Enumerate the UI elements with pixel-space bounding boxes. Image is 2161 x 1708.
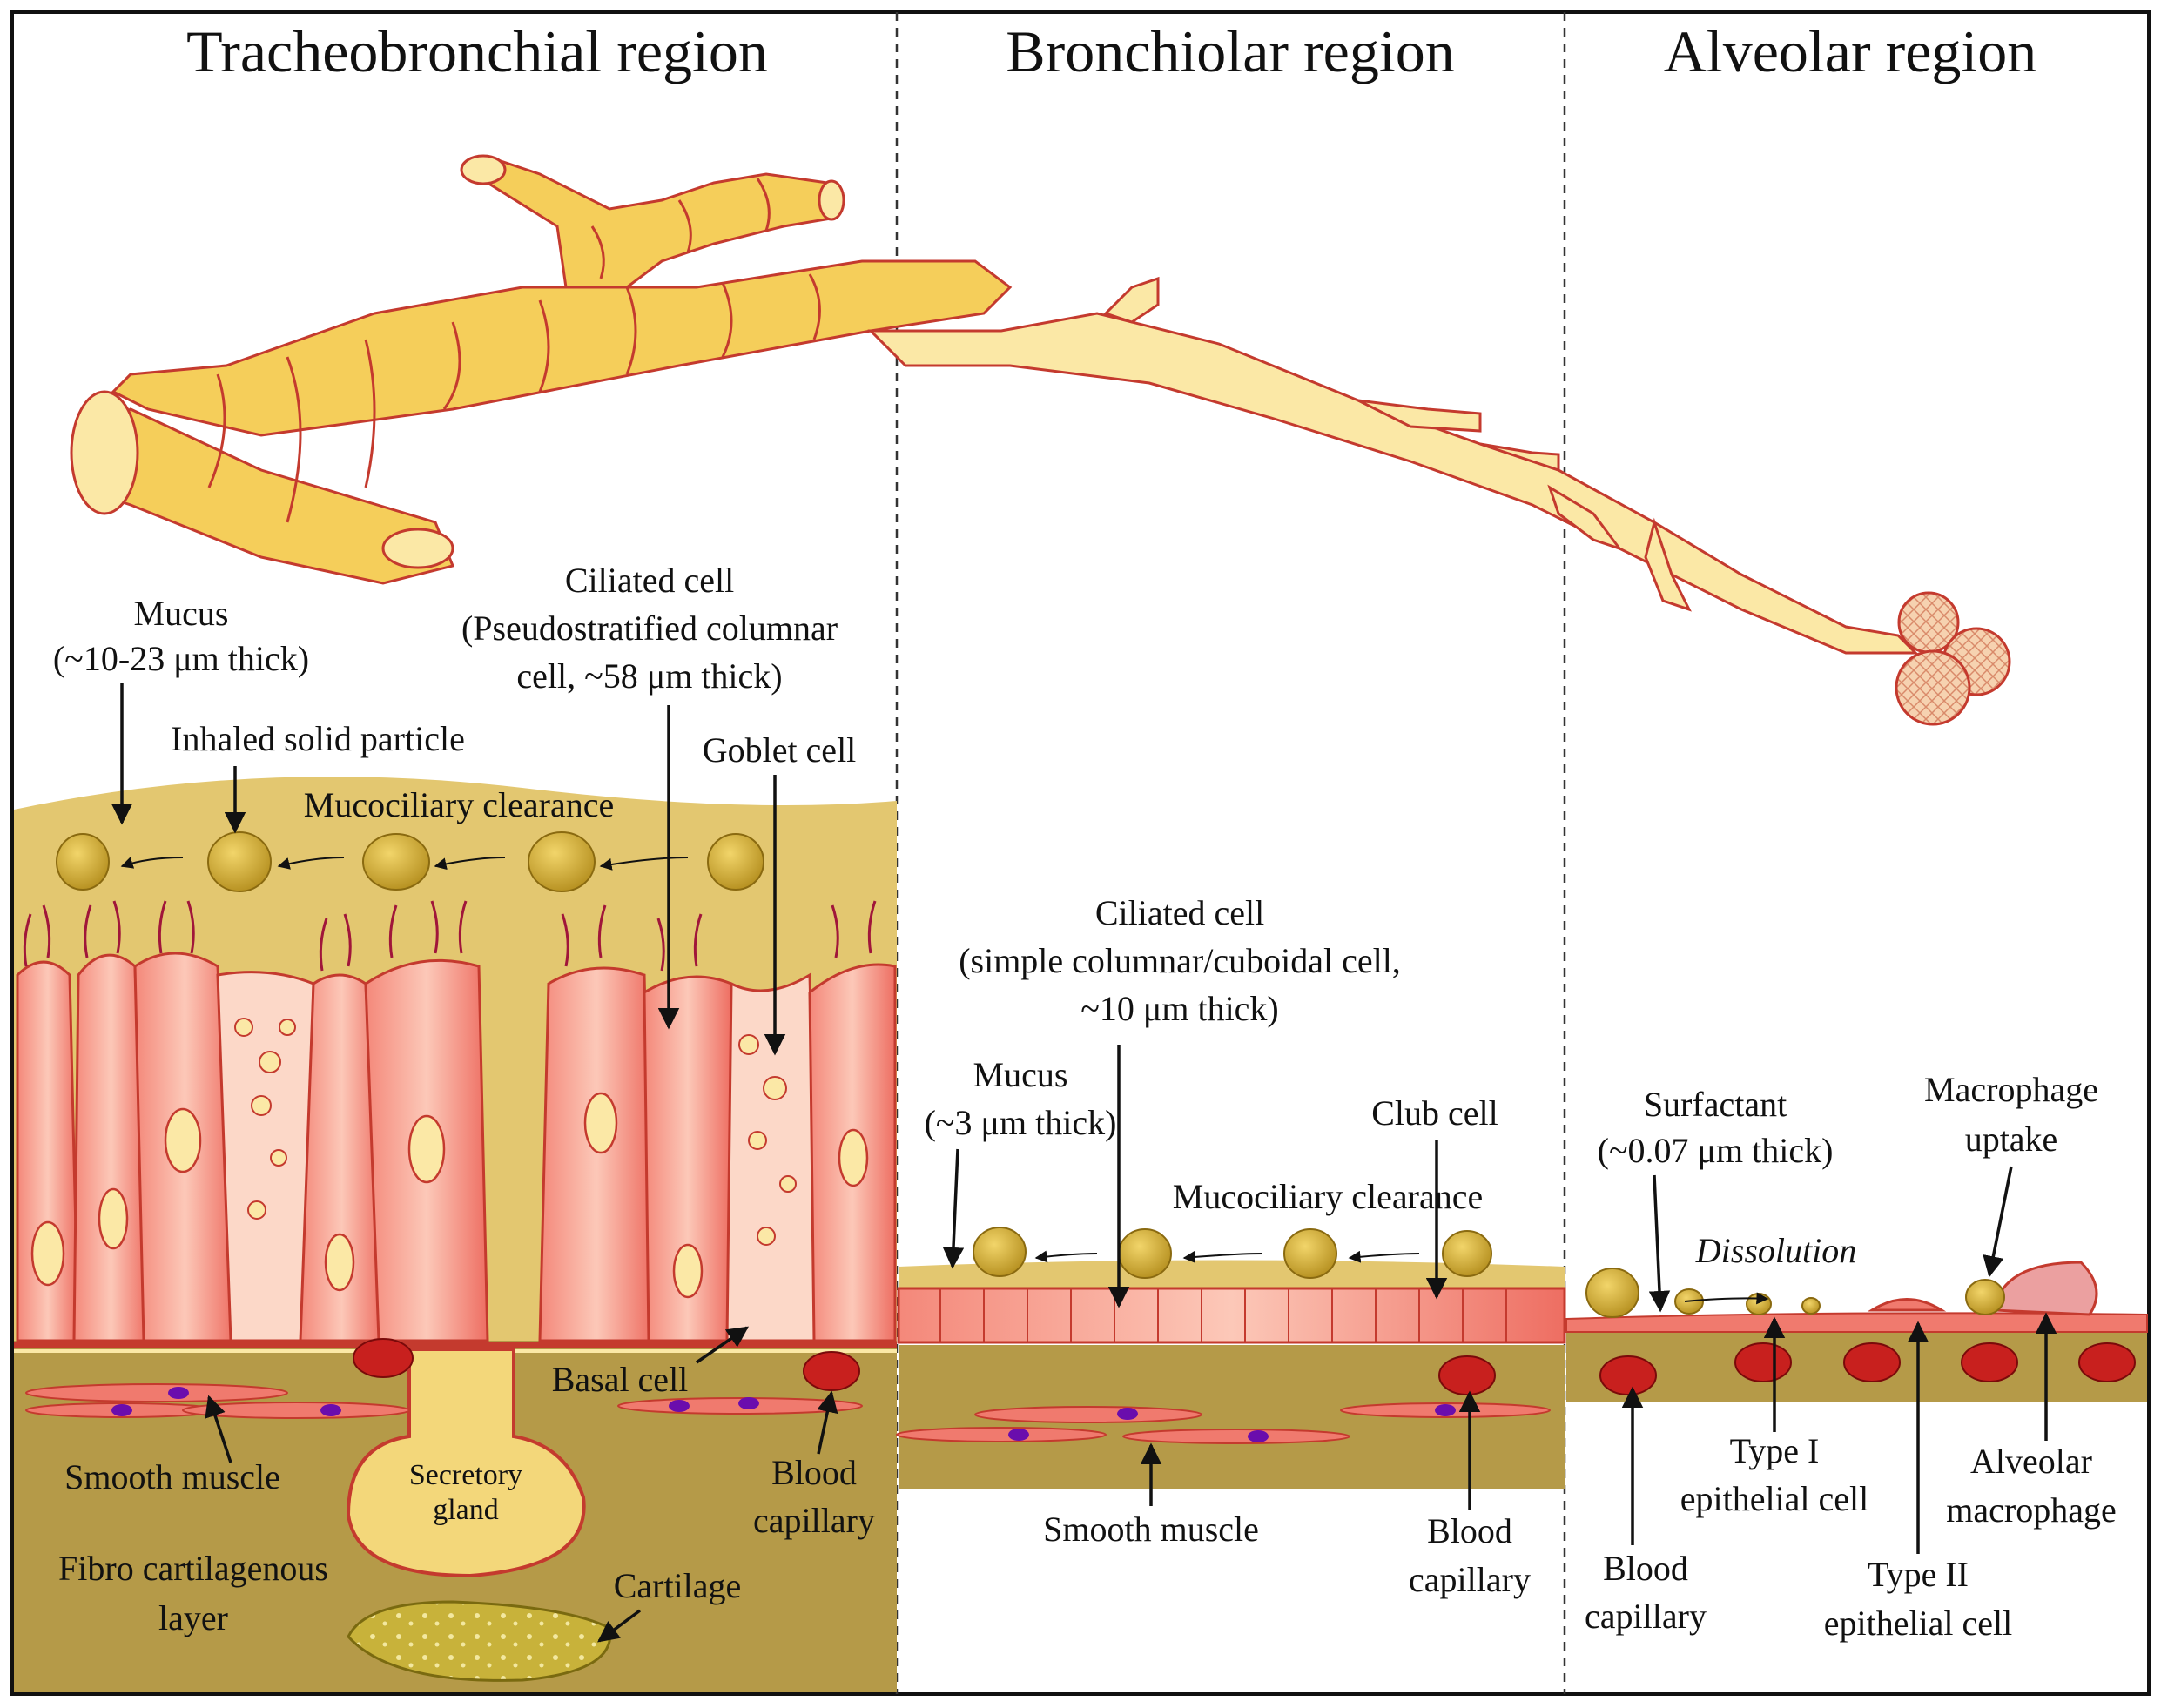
br-smooth-muscle-label: Smooth muscle	[1043, 1510, 1259, 1549]
tb-ciliated-label: Ciliated cell	[565, 561, 734, 600]
alv-type2-label: Type II	[1868, 1555, 1969, 1594]
tb-inhaled-particle-label: Inhaled solid particle	[171, 719, 465, 758]
figure-frame	[10, 10, 2151, 1696]
bronchiole-clearance-arrows	[1034, 1250, 1420, 1263]
header-bronchiolar: Bronchiolar region	[1006, 18, 1455, 84]
tb-basal-cell-label: Basal cell	[552, 1360, 689, 1399]
bronchiolar-labels: Ciliated cell (simple columnar/cuboidal …	[925, 893, 1531, 1599]
alveolar-tissue	[1565, 1261, 2148, 1402]
alv-type1-label: Type I	[1730, 1431, 1820, 1470]
tb-goblet-label: Goblet cell	[703, 730, 857, 770]
header-tracheobronchial: Tracheobronchial region	[186, 18, 768, 84]
br-mucociliary-label: Mucociliary clearance	[1173, 1177, 1483, 1216]
alveolar-labels: Surfactant (~0.07 μm thick) Macrophage u…	[1585, 1070, 2117, 1643]
alv-type2-desc: epithelial cell	[1824, 1604, 2013, 1643]
alv-surfactant-label: Surfactant	[1644, 1085, 1787, 1124]
bronchiolar-tissue	[896, 1260, 1566, 1489]
tb-cartilage-label: Cartilage	[614, 1566, 742, 1605]
br-ciliated-label: Ciliated cell	[1095, 893, 1264, 932]
alv-blood-label: Blood	[1603, 1549, 1688, 1588]
alveolar-particles	[1585, 1268, 2005, 1318]
trachea-particles	[56, 831, 764, 892]
tb-ciliated-desc-2: cell, ~58 μm thick)	[516, 656, 782, 696]
tb-fibro-label: Fibro cartilagenous	[58, 1549, 328, 1588]
alv-uptake-label: uptake	[1965, 1120, 2058, 1159]
alv-dissolution-label: Dissolution	[1695, 1231, 1856, 1270]
tb-mucociliary-label: Mucociliary clearance	[304, 785, 614, 824]
alv-surfactant-thickness: (~0.07 μm thick)	[1598, 1131, 1834, 1170]
tb-capillary-label: capillary	[753, 1501, 875, 1540]
tracheobronchial-labels: Mucus (~10-23 μm thick) Ciliated cell (P…	[53, 561, 875, 1643]
br-ciliated-desc-1: (simple columnar/cuboidal cell,	[959, 941, 1401, 980]
alv-type1-desc: epithelial cell	[1680, 1479, 1869, 1518]
br-club-cell-label: Club cell	[1371, 1093, 1498, 1133]
tb-layer-label: layer	[158, 1598, 228, 1637]
tb-ciliated-desc-1: (Pseudostratified columnar	[461, 609, 838, 648]
br-ciliated-desc-2: ~10 μm thick)	[1080, 989, 1279, 1028]
bronchiole-particles	[973, 1227, 1492, 1279]
alv-macrophage-uptake-label: Macrophage	[1924, 1070, 2098, 1109]
tb-mucus-thickness: (~10-23 μm thick)	[53, 639, 309, 678]
br-mucus-thickness: (~3 μm thick)	[925, 1103, 1117, 1142]
tb-gland-label: gland	[433, 1494, 499, 1526]
airway-tree-illustration	[70, 154, 2011, 726]
alveolar-sac	[1895, 591, 2011, 726]
tb-secretory-label: Secretory	[409, 1459, 522, 1491]
header-alveolar: Alveolar region	[1664, 18, 2037, 84]
br-mucus-label: Mucus	[973, 1055, 1068, 1094]
tracheobronchial-tissue	[14, 777, 897, 1692]
tb-smooth-muscle-label: Smooth muscle	[64, 1457, 280, 1496]
br-capillary-label: capillary	[1409, 1560, 1531, 1599]
br-blood-label: Blood	[1427, 1511, 1512, 1550]
tb-mucus-label: Mucus	[134, 594, 229, 633]
trachea-clearance-arrows	[120, 857, 689, 871]
alv-capillary-label: capillary	[1585, 1597, 1707, 1636]
alv-macrophage-desc: macrophage	[1946, 1490, 2116, 1530]
alv-macrophage-label: Alveolar	[1970, 1442, 2092, 1481]
tb-blood-label: Blood	[771, 1453, 857, 1492]
